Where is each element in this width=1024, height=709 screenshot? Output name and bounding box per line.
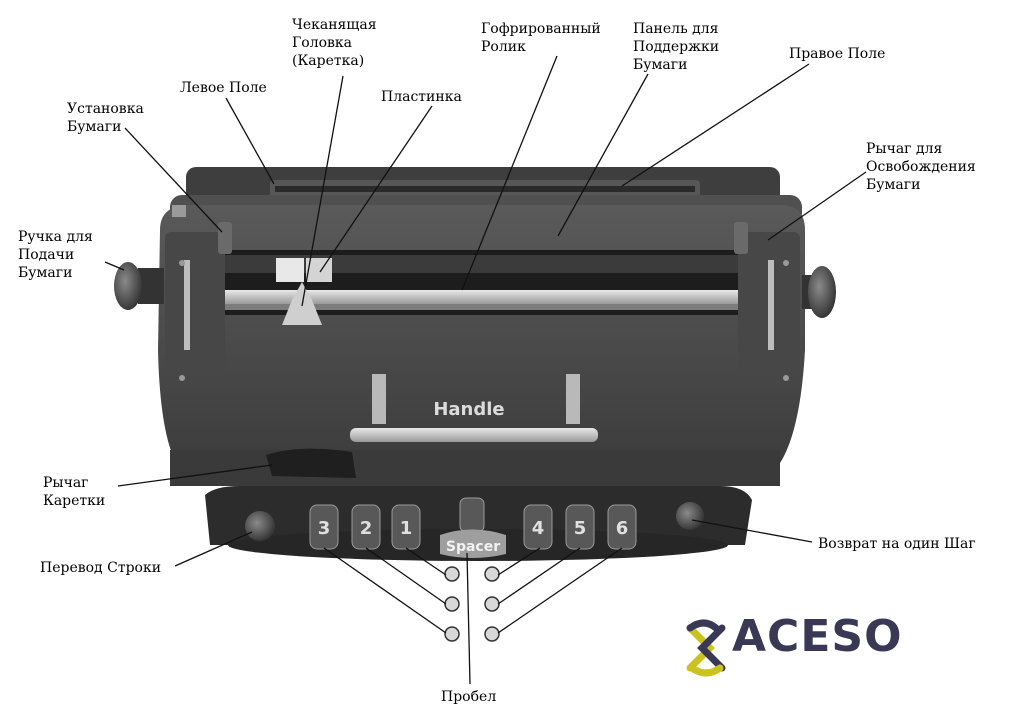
paper-set-lever	[218, 222, 232, 254]
key-1	[391, 504, 421, 550]
paper-feed-knob-left	[114, 262, 164, 310]
label-left-margin: Левое Поле	[180, 80, 267, 96]
braille-dot-indicators	[444, 566, 500, 642]
label-plate: Пластинка	[381, 89, 462, 105]
line-feed-key	[245, 511, 275, 541]
key-3	[309, 504, 339, 550]
paper-release-lever	[734, 222, 748, 254]
aceso-logo-mark	[686, 619, 726, 677]
spacer-text: Spacer	[446, 539, 500, 555]
label-line-feed: Перевод Строки	[40, 560, 162, 576]
spacer-key	[440, 529, 506, 558]
machine-body	[158, 205, 805, 486]
carriage-lever-shape	[266, 448, 356, 478]
label-right-margin: Правое Поле	[789, 46, 886, 62]
key-label: 5	[574, 518, 587, 539]
label-space: Пробел	[441, 689, 497, 705]
key-label: 2	[360, 518, 373, 539]
platen-rail	[214, 290, 744, 304]
paper-feed-knob-right	[802, 266, 836, 318]
key-label: 4	[532, 518, 545, 539]
key-label: 6	[616, 518, 629, 539]
key-6	[607, 504, 637, 550]
leader-lines	[104, 55, 867, 685]
key-label: 1	[400, 518, 413, 539]
handle	[350, 374, 598, 442]
label-backspace: Возврат на один Шаг	[818, 536, 976, 552]
backspace-key	[676, 502, 704, 530]
handle-text: Handle	[433, 399, 504, 420]
key-2	[351, 504, 381, 550]
braille-keys	[309, 497, 637, 558]
left-side-panel	[165, 232, 225, 372]
key-label: 3	[318, 518, 331, 539]
aceso-logo-text: ACESO	[732, 611, 903, 662]
key-5	[565, 504, 595, 550]
